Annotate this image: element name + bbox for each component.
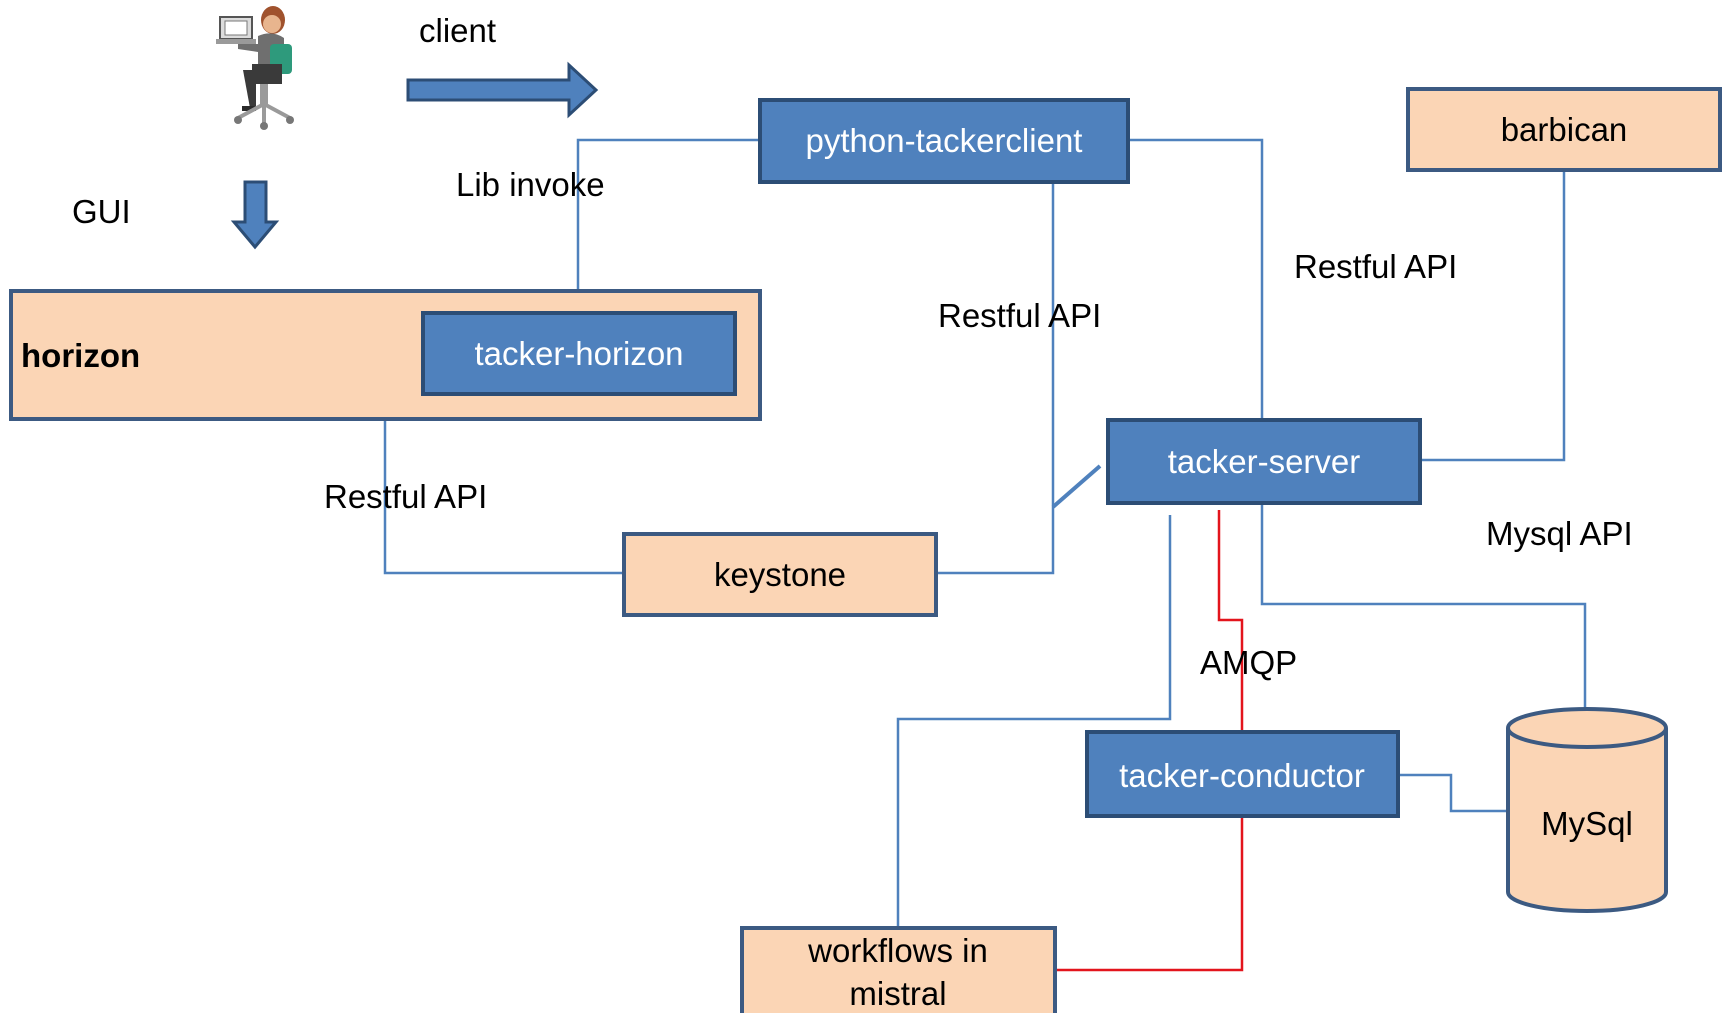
mysql-database-node: MySql xyxy=(1506,707,1668,913)
tacker-server-node: tacker-server xyxy=(1106,418,1422,505)
right-arrow-icon xyxy=(406,61,599,119)
restful-api-client-label: Restful API xyxy=(938,297,1101,334)
barbican-label: barbican xyxy=(1501,111,1628,148)
connector-conductor-to-mysql xyxy=(1398,773,1506,813)
client-label: client xyxy=(419,12,496,49)
connector-amqp-conductor-to-workflows xyxy=(1055,816,1244,972)
connector-tacker-server-to-workflows xyxy=(896,515,1172,928)
tacker-conductor-node: tacker-conductor xyxy=(1085,730,1400,818)
lib-invoke-label: Lib invoke xyxy=(456,166,605,203)
connector-tacker-server-keystone-link xyxy=(1051,464,1102,509)
connector-tackerclient-to-keystone xyxy=(936,182,1055,575)
gui-label: GUI xyxy=(72,193,131,230)
amqp-label: AMQP xyxy=(1200,644,1297,681)
tacker-horizon-node xyxy=(421,311,737,396)
restful-api-server-label: Restful API xyxy=(1294,248,1457,285)
python-tackerclient-node: python-tackerclient xyxy=(758,98,1130,184)
keystone-node: keystone xyxy=(622,532,938,617)
tacker-conductor-label: tacker-conductor xyxy=(1119,757,1365,794)
tacker-horizon-label: tacker-horizon xyxy=(474,335,683,372)
connector-tackerclient-to-tacker-server xyxy=(1128,138,1264,420)
connector-horizon-to-keystone xyxy=(383,419,624,575)
user-at-computer-icon xyxy=(216,6,294,130)
connector-amqp-server-to-conductor xyxy=(1217,510,1244,732)
down-arrow-icon xyxy=(230,180,280,250)
connector-tacker-server-to-mysql xyxy=(1260,503,1587,712)
connector-tacker-horizon-to-tackerclient xyxy=(576,138,760,315)
python-tackerclient-label: python-tackerclient xyxy=(806,122,1083,159)
restful-api-horizon-label: Restful API xyxy=(324,478,487,515)
horizon-node: horizon tacker-horizon xyxy=(9,289,762,421)
connector-barbican-to-tacker-server xyxy=(1420,170,1566,462)
barbican-node: barbican xyxy=(1406,87,1722,172)
workflows-label-line1: workflows in xyxy=(807,932,988,969)
horizon-label: horizon xyxy=(21,337,140,374)
mysql-label: MySql xyxy=(1541,805,1633,842)
tacker-server-label: tacker-server xyxy=(1168,443,1361,480)
workflows-in-mistral-node: workflows in mistral xyxy=(740,926,1057,1013)
keystone-label: keystone xyxy=(714,556,846,593)
mysql-api-label: Mysql API xyxy=(1486,515,1633,552)
workflows-label-line2: mistral xyxy=(849,975,946,1012)
